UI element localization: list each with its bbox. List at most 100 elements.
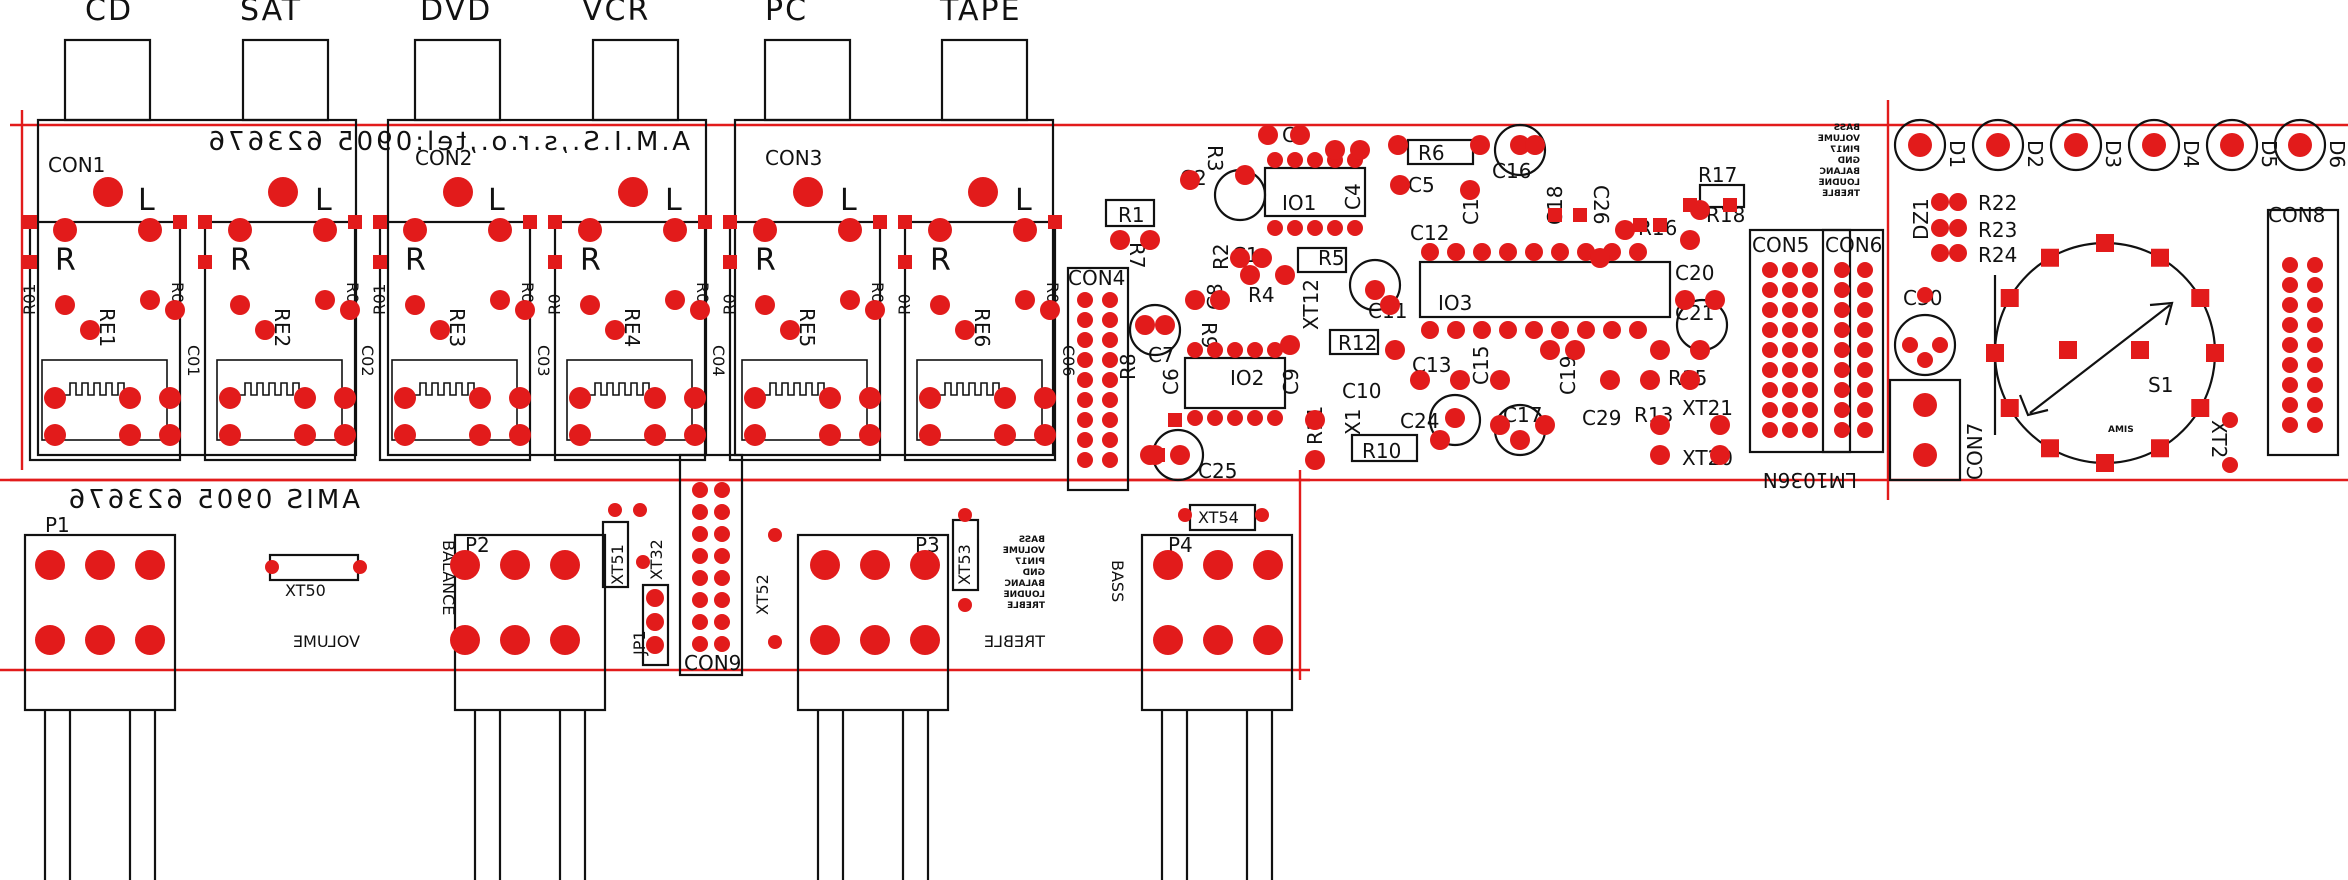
solder-pad: [1680, 370, 1700, 390]
channel-mark-right: R: [755, 243, 778, 278]
solder-pad: [1762, 342, 1778, 358]
solder-pad: [1762, 302, 1778, 318]
svg-text:C12: C12: [1410, 221, 1449, 245]
solder-pad: [1802, 282, 1818, 298]
solder-pad: [1917, 287, 1933, 303]
solder-pad: [692, 570, 708, 586]
solder-pad: [1203, 550, 1233, 580]
svg-text:R1: R1: [1118, 203, 1145, 227]
solder-pad: [1932, 337, 1948, 353]
input-housings: [36, 118, 1055, 457]
solder-pad: [140, 290, 160, 310]
solder-pad: [684, 387, 706, 409]
solder-pad: [1782, 342, 1798, 358]
solder-pad: [1178, 508, 1192, 522]
solder-pad: [488, 218, 512, 242]
solder-pad: [2307, 337, 2323, 353]
solder-pad: [714, 614, 730, 630]
solder-pad: [819, 387, 841, 409]
solder-pad: [1187, 410, 1203, 426]
solder-pad: [663, 218, 687, 242]
solder-pad: [714, 548, 730, 564]
solder-pad: [860, 550, 890, 580]
solder-pad: [1013, 218, 1037, 242]
solder-pad: [2282, 277, 2298, 293]
svg-text:PIN17: PIN17: [1830, 145, 1860, 155]
svg-text:R12: R12: [1338, 331, 1377, 355]
solder-pad: [580, 295, 600, 315]
relay-resistor-left: R0: [545, 294, 564, 315]
relay-resistor-right: R0: [168, 282, 187, 303]
relay-block-4: RE4 R0 R0 C04: [545, 220, 728, 462]
jack-title-cd: CD: [85, 0, 133, 28]
solder-pad: [1187, 342, 1203, 358]
solder-pad: [2288, 133, 2312, 157]
solder-pad: [1834, 262, 1850, 278]
solder-pad: [135, 625, 165, 655]
solder-pad: [1034, 424, 1056, 446]
solder-pad: [1857, 342, 1873, 358]
solder-pad: [1410, 370, 1430, 390]
solder-pad: [1445, 408, 1465, 428]
terminal-xt52: XT52: [753, 574, 772, 615]
solder-pad: [1102, 432, 1118, 448]
solder-pad: [1140, 230, 1160, 250]
solder-pad-square: [1653, 218, 1667, 232]
solder-pad: [334, 387, 356, 409]
svg-text:C5: C5: [1408, 173, 1435, 197]
solder-pad: [294, 424, 316, 446]
solder-pad: [859, 387, 881, 409]
solder-pad: [2307, 397, 2323, 413]
solder-pad-square: [1683, 198, 1697, 212]
relay-capacitor: C01: [184, 345, 203, 377]
jack-title-pc: PC: [765, 0, 808, 28]
solder-pad: [1077, 292, 1093, 308]
solder-pad: [2282, 257, 2298, 273]
solder-pad: [1802, 262, 1818, 278]
solder-pad: [605, 320, 625, 340]
solder-pad: [755, 295, 775, 315]
solder-pad: [1305, 450, 1325, 470]
solder-pad: [490, 290, 510, 310]
solder-pad: [1499, 321, 1517, 339]
solder-pad: [1600, 370, 1620, 390]
solder-pad: [646, 636, 664, 654]
solder-pad: [1077, 432, 1093, 448]
solder-pad: [930, 295, 950, 315]
solder-pad: [1077, 412, 1093, 428]
solder-pad: [768, 528, 782, 542]
solder-pad: [85, 625, 115, 655]
channel-mark-left: L: [1015, 183, 1034, 218]
solder-pad: [1834, 282, 1850, 298]
solder-pad: [646, 589, 664, 607]
solder-pad: [1857, 422, 1873, 438]
svg-text:C7: C7: [1148, 343, 1175, 367]
solder-pad: [793, 177, 823, 207]
solder-pad-square: [873, 215, 887, 229]
solder-pad: [353, 560, 367, 574]
solder-pad: [80, 320, 100, 340]
solder-pad-square: [2059, 341, 2077, 359]
solder-pad: [1590, 248, 1610, 268]
ic-label-lm1036n: LM1036N: [1763, 468, 1857, 492]
solder-pad: [955, 320, 975, 340]
solder-pad: [690, 300, 710, 320]
svg-text:TREBLE: TREBLE: [1007, 601, 1045, 611]
solder-pad: [1762, 282, 1778, 298]
solder-pad-square: [1633, 218, 1647, 232]
solder-pad: [692, 504, 708, 520]
solder-pad: [744, 424, 766, 446]
pot-terminal: XT50: [285, 581, 326, 600]
svg-text:C6: C6: [1159, 368, 1183, 395]
svg-text:R22: R22: [1978, 191, 2017, 215]
solder-pad-square: [2151, 248, 2169, 267]
pot-terminal: XT53: [955, 544, 974, 585]
relay-resistor-left: R0: [895, 294, 914, 315]
solder-pad: [159, 387, 181, 409]
svg-text:BALANC: BALANC: [1004, 579, 1045, 589]
solder-pad: [469, 387, 491, 409]
solder-pad: [53, 218, 77, 242]
solder-pad: [334, 424, 356, 446]
solder-pad-square: [2096, 454, 2114, 472]
